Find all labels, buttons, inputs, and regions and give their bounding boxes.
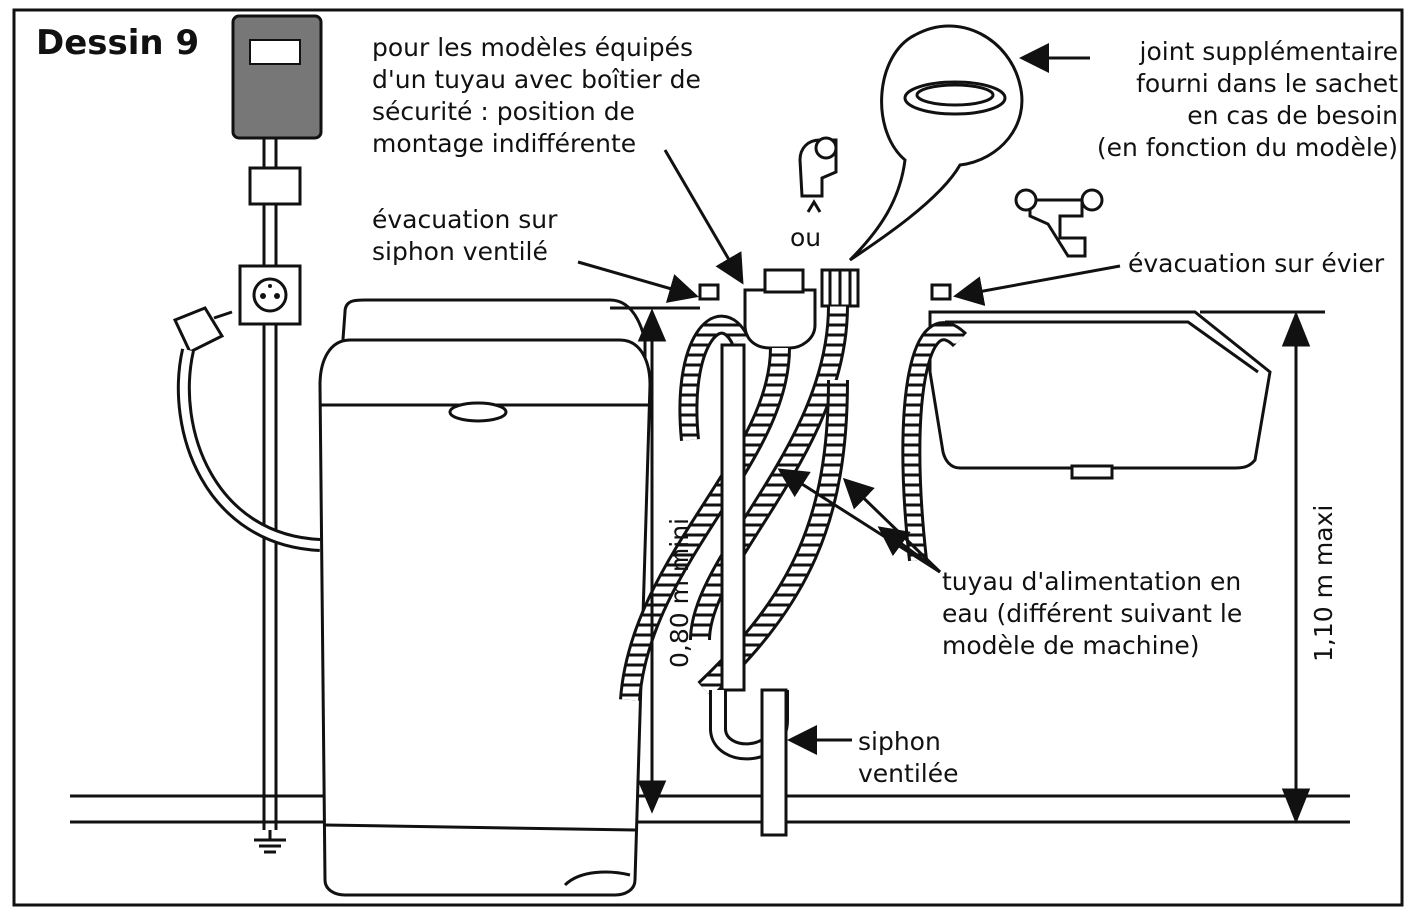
wall-socket [238,264,302,326]
seal-icon [903,80,1007,116]
ground-symbol [254,830,286,854]
power-cable [176,348,321,552]
floor [70,794,1350,824]
tap-icon-double [1014,188,1104,258]
siphon-label: siphon ventilée [858,727,959,788]
hose-connector [820,268,860,308]
seal-note: joint supplémentaire fourni dans le sach… [1096,37,1398,162]
vented-siphon [709,343,789,837]
electric-wiring [262,138,278,830]
pointer-arrows [577,43,1121,755]
supply-hose-label: tuyau d'alimentation en eau (différent s… [942,567,1243,660]
drain-vented-label: évacuation sur siphon ventilé [372,205,558,266]
diagram-title: Dessin 9 [36,23,200,63]
tap-icon-angled [798,136,838,198]
max-height-label: 1,10 m maxi [1309,504,1338,662]
circuit-breaker [248,166,302,206]
drain-sink-label: évacuation sur évier [1128,249,1385,278]
or-label: ou [790,223,822,252]
washing-machine [318,298,652,897]
hook-left [698,283,720,301]
power-plug [172,306,233,355]
hook-right [930,283,952,301]
electric-meter [231,14,323,140]
max-height-dimension [1200,310,1325,825]
seal-callout [848,24,1024,262]
min-height-dimension [610,306,700,814]
sink [928,310,1272,480]
security-box-note: pour les modèles équipés d'un tuyau avec… [372,33,701,158]
min-height-label: 0,80 m mini [665,518,694,668]
drain-hoses [678,314,968,562]
safety-box [743,268,817,350]
frame [12,8,1404,907]
